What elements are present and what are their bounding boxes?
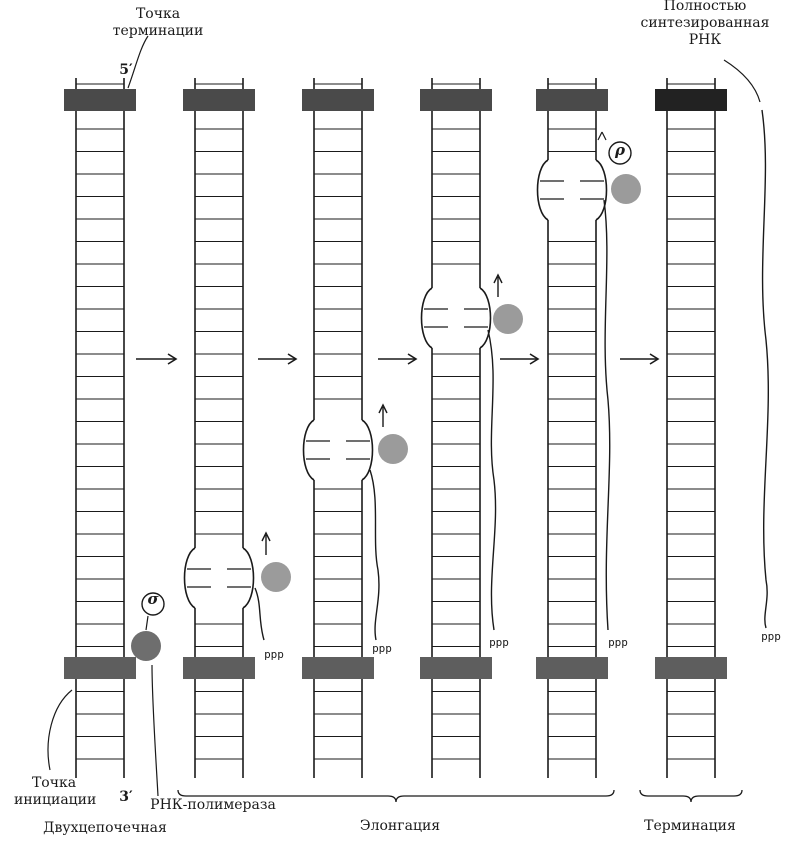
- ppp-label-2: ppp: [372, 642, 392, 655]
- rna-polymerase-4: [611, 174, 641, 204]
- rna-polymerase-2: [378, 434, 408, 464]
- dna-column-3: [302, 78, 374, 778]
- rho-circle: [608, 141, 632, 165]
- promoter-band: [183, 657, 255, 679]
- stage-arrows: [47, 35, 761, 797]
- initiation-leader: [47, 689, 73, 771]
- direction-arrow-head: [378, 403, 388, 414]
- double-strand-label: Двухцепочечная: [43, 820, 167, 836]
- full-rna-line3: РНК: [688, 32, 722, 48]
- promoter-band: [420, 657, 492, 679]
- terminator-band: [655, 89, 727, 111]
- stage-arrow-head-3: [407, 353, 418, 365]
- rna-strand-2: [369, 469, 380, 641]
- rna-strands: [254, 109, 769, 641]
- five-prime-label: 5′: [119, 62, 133, 78]
- dna-column-5: [536, 78, 608, 778]
- ppp-label-3: ppp: [489, 636, 509, 649]
- braces: [177, 789, 743, 803]
- full-rna-label: Полностью синтезированная РНК: [640, 0, 770, 49]
- stage-arrow-head-5: [649, 353, 660, 365]
- dna-strands: [64, 78, 727, 778]
- terminator-band: [64, 89, 136, 111]
- rna-strand-5: [761, 109, 769, 629]
- three-prime-label: 3′: [119, 789, 133, 805]
- bubble-left: [420, 287, 433, 349]
- dna-column-4: [420, 78, 492, 778]
- rna-strand-3: [487, 329, 497, 631]
- dna-column-6: [655, 78, 727, 778]
- polymerases: [131, 131, 641, 661]
- elongation-brace: [177, 789, 615, 803]
- elongation-label: Элонгация: [359, 818, 441, 834]
- promoter-band: [64, 657, 136, 679]
- bubble-left: [536, 159, 549, 221]
- termination-point-line1: Точка: [135, 6, 181, 22]
- stage-arrow-head-4: [529, 353, 540, 365]
- terminator-band: [420, 89, 492, 111]
- promoter-band: [536, 657, 608, 679]
- initiation-point-line2: инициации: [14, 792, 97, 808]
- bubble-right: [242, 547, 255, 609]
- stage-arrow-head-1: [167, 353, 178, 365]
- promoter-band: [302, 657, 374, 679]
- bubble-right: [595, 159, 608, 221]
- ppp-label-5: ppp: [761, 630, 781, 643]
- dna-column-2: [183, 78, 255, 778]
- rna-polymerase-3: [493, 304, 523, 334]
- termination-point-label: Точка терминации: [108, 6, 208, 40]
- direction-arrow-head: [261, 531, 271, 542]
- initiation-point-label: Точка инициации: [14, 775, 97, 809]
- dna-column-1: [64, 78, 136, 778]
- polymerase-leader: [151, 664, 159, 797]
- sigma-circle: [141, 592, 165, 616]
- termination-point-line2: терминации: [112, 23, 204, 39]
- bubble-left: [183, 547, 196, 609]
- rna-strand-4: [603, 199, 611, 631]
- promoter-band: [655, 657, 727, 679]
- termination-label: Терминация: [644, 818, 736, 834]
- rho-arrow: [597, 131, 607, 141]
- ppp-label-4: ppp: [608, 636, 628, 649]
- sigma-factor-symbol: σ: [147, 590, 159, 608]
- terminator-band: [536, 89, 608, 111]
- direction-arrow-head: [493, 273, 503, 284]
- rna-polymerase-label: РНК-полимераза: [150, 797, 276, 813]
- full-rna-line2: синтезированная: [640, 15, 770, 31]
- sigma-link: [145, 615, 149, 631]
- rna-strand-1: [254, 587, 265, 641]
- bubble-right: [361, 419, 374, 481]
- terminator-band: [302, 89, 374, 111]
- bubble-right: [479, 287, 492, 349]
- termination-brace: [639, 789, 743, 803]
- rna-polymerase-1: [261, 562, 291, 592]
- rna-polymerase-initial: [131, 631, 161, 661]
- initiation-point-line1: Точка: [31, 775, 77, 791]
- stage-arrow-head-2: [287, 353, 298, 365]
- bubble-left: [302, 419, 315, 481]
- termination-leader: [127, 35, 149, 89]
- full-rna-line1: Полностью: [663, 0, 747, 14]
- rho-factor-symbol: ρ: [615, 141, 625, 159]
- ppp-label-1: ppp: [264, 648, 284, 661]
- terminator-band: [183, 89, 255, 111]
- full-rna-leader: [723, 59, 761, 103]
